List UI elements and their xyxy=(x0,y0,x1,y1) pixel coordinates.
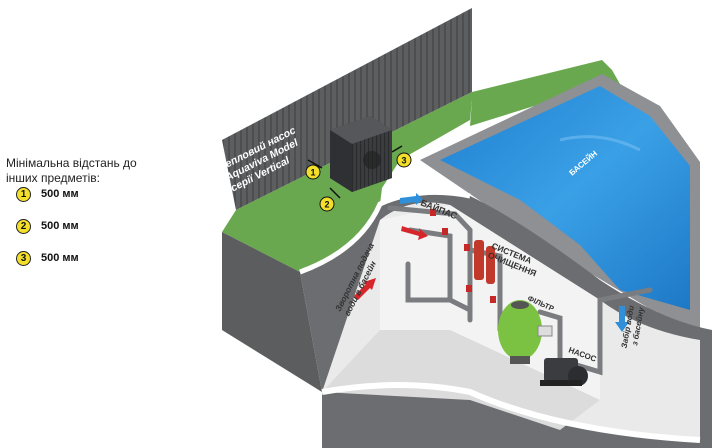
legend-value: 500 мм xyxy=(41,252,79,264)
legend-title: Мінімальна відстань до інших предметів: xyxy=(6,156,137,185)
legend-value: 500 мм xyxy=(41,220,79,232)
grass-right xyxy=(470,60,620,126)
marker-2: 2 xyxy=(319,196,335,212)
intake-arrow xyxy=(615,306,629,332)
basement-floor xyxy=(322,330,600,430)
heat-pump-unit xyxy=(330,116,392,192)
pool-water xyxy=(440,86,690,310)
marker-1-label: 1 xyxy=(310,168,315,178)
legend-item-1: 1 500 мм xyxy=(6,186,196,202)
marker-badge: 2 xyxy=(16,218,31,234)
left-wall xyxy=(222,232,322,392)
cleaning-system xyxy=(474,240,495,284)
valves xyxy=(430,209,496,303)
marker-1: 1 xyxy=(305,164,321,180)
legend-item-2: 2 500 мм xyxy=(6,218,196,234)
marker-3-label: 3 xyxy=(401,156,406,166)
legend-value: 500 мм xyxy=(41,188,79,200)
legend: Мінімальна відстань до інших предметів: … xyxy=(6,156,196,266)
marker-2-label: 2 xyxy=(324,200,329,210)
marker-3: 3 xyxy=(396,152,412,168)
filter-tank xyxy=(498,300,553,364)
bypass-arrows xyxy=(400,193,428,240)
clearance-arrows xyxy=(307,145,403,199)
return-arrow xyxy=(354,278,376,300)
legend-item-3: 3 500 мм xyxy=(6,250,196,266)
pump xyxy=(540,358,588,386)
marker-badge: 1 xyxy=(16,186,31,202)
back-wall xyxy=(222,8,472,210)
marker-badge: 3 xyxy=(16,250,31,266)
